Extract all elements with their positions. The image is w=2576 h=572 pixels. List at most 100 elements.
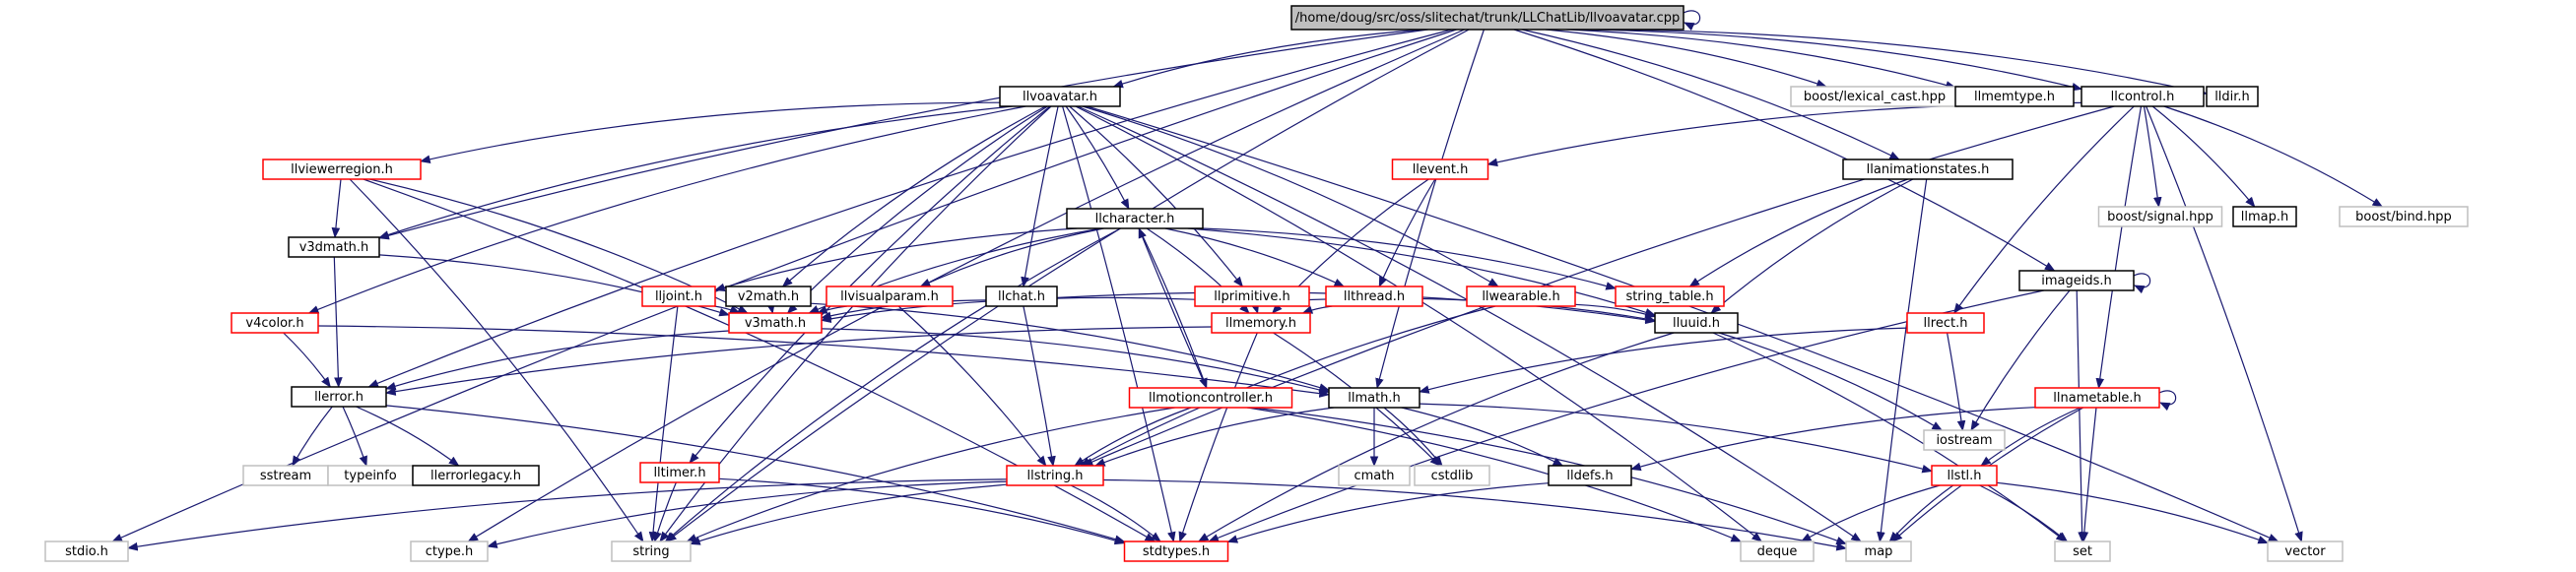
include-edge — [2158, 390, 2177, 412]
include-edge — [1877, 178, 1928, 543]
include-edge — [1418, 327, 1908, 394]
include-edge — [2133, 273, 2151, 294]
file-node-llerror[interactable]: llerror.h — [291, 386, 387, 408]
file-node-llwearable[interactable]: llwearable.h — [1466, 286, 1576, 307]
include-edge — [686, 407, 1175, 542]
file-node-lltimer[interactable]: lltimer.h — [639, 462, 720, 483]
include-edge — [2151, 105, 2256, 208]
file-node-llvoavatar-h[interactable]: llvoavatar.h — [999, 86, 1121, 107]
file-node-label: string_table.h — [1625, 289, 1713, 304]
include-edge — [419, 101, 1001, 163]
file-node-ctype[interactable]: ctype.h — [410, 540, 489, 562]
file-node-deque[interactable]: deque — [1740, 540, 1815, 562]
file-node-v2math[interactable]: v2math.h — [725, 286, 812, 307]
file-node-label: sstream — [260, 469, 311, 483]
include-edge — [377, 105, 1013, 239]
include-edge — [363, 178, 1156, 542]
file-node-box — [1391, 159, 1489, 180]
file-node-imageids[interactable]: imageids.h — [2018, 270, 2135, 291]
file-node-label: llstring.h — [1027, 469, 1084, 483]
file-node-box — [1123, 540, 1229, 562]
include-edge — [377, 29, 1428, 240]
file-node-stdio[interactable]: stdio.h — [44, 540, 129, 562]
file-node-v3math[interactable]: v3math.h — [728, 312, 823, 334]
file-node-iostream[interactable]: iostream — [1923, 429, 2006, 451]
include-edge — [1574, 303, 1657, 319]
file-node-llnametable[interactable]: llnametable.h — [2034, 387, 2160, 409]
include-edge — [1164, 227, 1346, 287]
file-node-box — [1466, 286, 1576, 307]
file-node-llcontrol[interactable]: llcontrol.h — [2081, 86, 2205, 107]
file-node-cmath[interactable]: cmath — [1338, 465, 1411, 486]
file-node-label: llevent.h — [1413, 162, 1469, 177]
file-node-label: boost/bind.hpp — [2355, 210, 2452, 224]
file-node-root[interactable]: /home/doug/src/oss/slitechat/trunk/LLCha… — [1290, 5, 1684, 31]
file-node-label: llnametable.h — [2053, 391, 2141, 406]
file-node-label: cstdlib — [1431, 469, 1474, 483]
file-node-label: llcontrol.h — [2111, 90, 2175, 104]
file-node-llthread[interactable]: llthread.h — [1325, 286, 1423, 307]
file-node-box — [1006, 465, 1104, 486]
file-node-boost-signal[interactable]: boost/signal.hpp — [2097, 206, 2223, 227]
include-edge — [1093, 407, 1335, 467]
file-node-label: llcharacter.h — [1095, 212, 1175, 226]
include-edge — [2095, 105, 2143, 390]
file-node-llrect[interactable]: llrect.h — [1906, 312, 1985, 334]
file-node-lldir[interactable]: lldir.h — [2206, 86, 2259, 107]
file-node-box — [1740, 540, 1815, 562]
include-edge — [2163, 105, 2384, 208]
file-node-box — [611, 540, 692, 562]
file-node-label: llmath.h — [1348, 391, 1401, 406]
file-node-set[interactable]: set — [2054, 540, 2111, 562]
file-node-lluuid[interactable]: lluuid.h — [1654, 312, 1739, 334]
file-node-string-table[interactable]: string_table.h — [1615, 286, 1725, 307]
include-edge — [333, 256, 343, 389]
file-node-label: llviewerregion.h — [291, 162, 393, 177]
include-edge — [766, 302, 775, 315]
include-edge — [1250, 302, 1259, 315]
file-node-llvisualparam[interactable]: llvisualparam.h — [826, 286, 954, 307]
file-node-label: llchat.h — [998, 289, 1045, 304]
file-node-llprimitive[interactable]: llprimitive.h — [1194, 286, 1310, 307]
file-node-llchat[interactable]: llchat.h — [985, 286, 1058, 307]
file-node-lljoint[interactable]: lljoint.h — [641, 286, 716, 307]
file-node-llviewerregion[interactable]: llviewerregion.h — [262, 159, 422, 180]
file-node-llmemory[interactable]: llmemory.h — [1211, 312, 1311, 334]
file-node-llmap[interactable]: llmap.h — [2232, 206, 2297, 227]
file-node-llstring[interactable]: llstring.h — [1006, 465, 1104, 486]
include-edge — [1075, 105, 1763, 542]
include-edge — [1023, 305, 1056, 468]
file-node-llmemtype[interactable]: llmemtype.h — [1954, 86, 2075, 107]
file-node-box — [2034, 387, 2160, 409]
file-node-llstl[interactable]: llstl.h — [1931, 465, 1998, 486]
file-node-stdtypes[interactable]: stdtypes.h — [1123, 540, 1229, 562]
file-node-box — [1906, 312, 1985, 334]
file-node-llcharacter[interactable]: llcharacter.h — [1066, 208, 1204, 229]
file-node-v4color[interactable]: v4color.h — [231, 312, 319, 334]
file-node-box — [985, 286, 1058, 307]
file-node-label: llanimationstates.h — [1867, 162, 1990, 177]
file-node-vector[interactable]: vector — [2267, 540, 2344, 562]
file-node-box — [2339, 206, 2469, 227]
file-node-label: cmath — [1354, 469, 1394, 483]
file-node-cstdlib[interactable]: cstdlib — [1414, 465, 1490, 486]
file-node-boost-bind[interactable]: boost/bind.hpp — [2339, 206, 2469, 227]
file-node-boost-lexical-cast[interactable]: boost/lexical_cast.hpp — [1790, 86, 1959, 107]
include-edge — [317, 325, 1331, 398]
file-node-box — [1328, 387, 1420, 409]
file-node-v3dmath[interactable]: v3dmath.h — [288, 236, 380, 258]
file-node-box — [2081, 86, 2205, 107]
file-node-llanimationstates[interactable]: llanimationstates.h — [1842, 159, 2014, 180]
file-node-lldefs[interactable]: lldefs.h — [1548, 465, 1632, 486]
file-node-label: llthread.h — [1344, 289, 1405, 304]
include-edge — [1688, 178, 1908, 287]
file-node-map[interactable]: map — [1845, 540, 1912, 562]
file-node-llerrorlegacy[interactable]: llerrorlegacy.h — [412, 465, 540, 486]
include-edge — [1187, 227, 1657, 317]
file-node-llevent[interactable]: llevent.h — [1391, 159, 1489, 180]
file-node-llmotioncontroller[interactable]: llmotioncontroller.h — [1128, 387, 1293, 409]
file-node-llmath[interactable]: llmath.h — [1328, 387, 1420, 409]
file-node-sstream[interactable]: sstream — [242, 465, 329, 486]
file-node-string[interactable]: string — [611, 540, 692, 562]
file-node-typeinfo[interactable]: typeinfo — [327, 465, 414, 486]
